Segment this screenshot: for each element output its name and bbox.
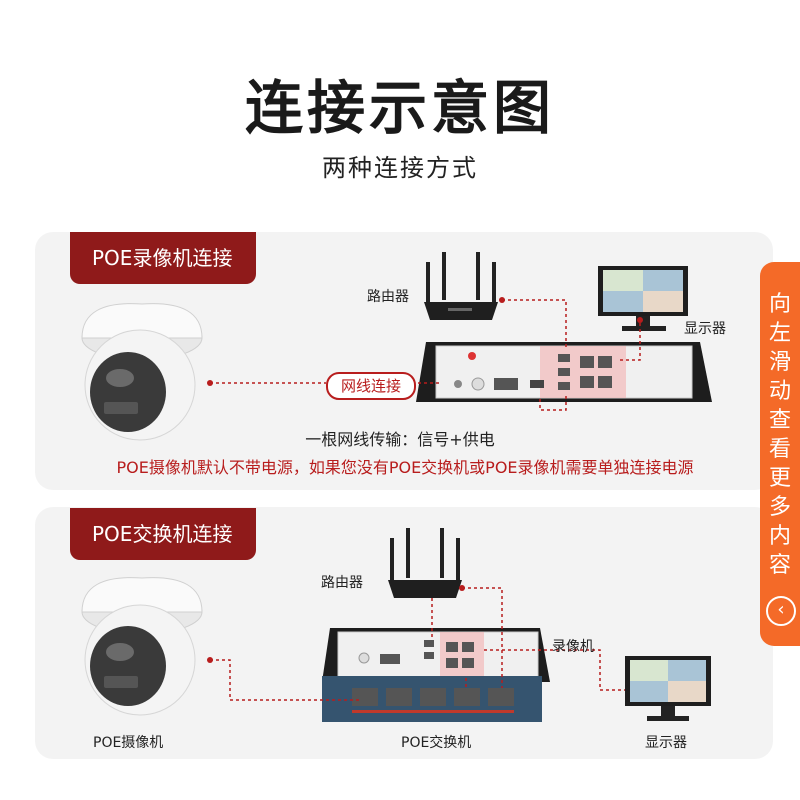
nvr-recorder-icon	[416, 342, 712, 402]
power-note: POE摄像机默认不带电源，如果您没有POE交换机或POE录像机需要单独连接电源	[116, 458, 694, 477]
swipe-hint-tab[interactable]: 向左滑动查看更多内容 ‹	[760, 262, 800, 646]
poe-switch-icon	[322, 676, 542, 722]
cable-caption: 一根网线传输：信号+供电	[305, 430, 495, 449]
monitor-label: 显示器	[684, 321, 726, 337]
dome-camera-icon-2	[81, 577, 203, 716]
connection-lines-2	[210, 587, 625, 701]
router-label: 路由器	[367, 289, 409, 305]
router-icon-2	[388, 528, 462, 598]
swipe-hint-text: 向左滑动查看更多内容	[768, 292, 791, 578]
poe-switch-label: POE交换机	[401, 735, 472, 751]
nvr-label: 录像机	[552, 639, 594, 655]
monitor-label-2: 显示器	[645, 735, 687, 751]
network-cable-badge: 网线连接	[326, 372, 416, 400]
dome-camera-icon	[81, 303, 203, 441]
page-title: 连接示意图	[244, 74, 555, 142]
section2-tag: POE交换机连接	[70, 508, 256, 560]
router-icon	[424, 252, 498, 320]
monitor-icon	[598, 266, 688, 331]
chevron-left-icon[interactable]: ‹	[766, 596, 796, 626]
nvr-recorder-icon-2	[322, 628, 550, 682]
router-label-2: 路由器	[321, 575, 363, 591]
page-subtitle: 两种连接方式	[322, 154, 478, 182]
monitor-icon-2	[625, 656, 711, 721]
section1-tag: POE录像机连接	[70, 232, 256, 284]
connection-lines	[210, 299, 641, 411]
poe-camera-label: POE摄像机	[93, 735, 164, 751]
